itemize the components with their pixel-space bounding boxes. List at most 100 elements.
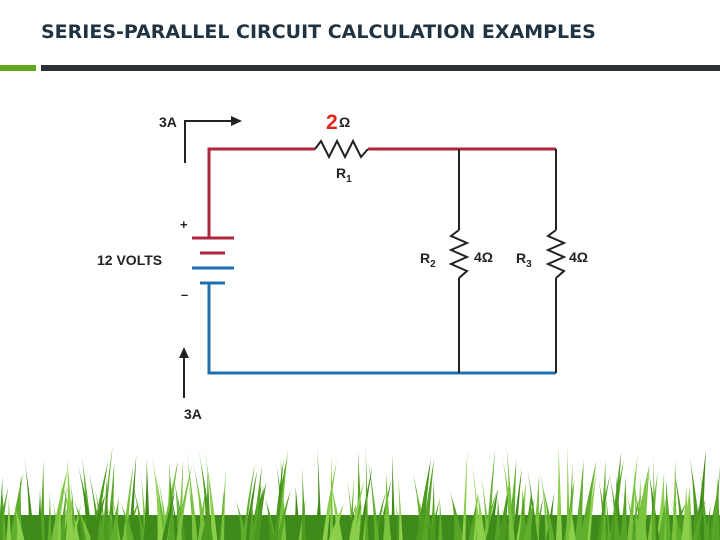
grass-blade <box>76 461 94 540</box>
grass-blade <box>546 492 555 540</box>
grass-blade <box>197 484 207 540</box>
negative-wire <box>207 283 556 375</box>
grass-blade <box>711 479 720 540</box>
grass-blade <box>359 467 373 540</box>
grass-blade <box>634 464 650 540</box>
bottom-current-arrow-icon <box>179 347 189 398</box>
grass-blade <box>533 473 540 540</box>
source-voltage-label: 12 VOLTS <box>97 252 162 268</box>
grass-blade <box>397 470 403 540</box>
grass-blade <box>708 489 719 540</box>
r3-resistor-icon <box>545 229 567 279</box>
grass-decoration <box>0 445 720 540</box>
grass-blade <box>24 458 35 540</box>
grass-blade <box>345 471 355 540</box>
grass-blade <box>640 464 650 540</box>
circuit-diagram: 3A 2 Ω R1 + – 12 VOLTS R2 4Ω R3 4Ω 3A <box>93 103 601 425</box>
grass-blade <box>610 451 622 540</box>
grass-blade <box>518 488 527 540</box>
grass-blade <box>556 446 563 540</box>
grass-blade <box>6 497 11 540</box>
grass-blade <box>539 465 550 540</box>
grass-blade <box>355 450 363 540</box>
grass-blade <box>204 467 211 540</box>
grass-blade <box>176 466 192 540</box>
bottom-current-label: 3A <box>184 406 202 422</box>
grass-blade <box>128 454 137 540</box>
grass-blade <box>507 458 517 540</box>
grass-blade <box>566 445 570 540</box>
grass-blade <box>129 473 146 540</box>
grass-blade <box>47 491 52 540</box>
positive-wire <box>207 147 556 238</box>
grass-blade <box>168 461 175 540</box>
grass-blade <box>249 493 254 540</box>
grass-blade <box>152 458 165 540</box>
grass-blade <box>671 456 686 540</box>
grass-blade <box>312 500 321 540</box>
grass-blade <box>599 460 606 540</box>
slide-title: SERIES-PARALLEL CIRCUIT CALCULATION EXAM… <box>41 21 596 43</box>
grass-blade <box>365 446 379 540</box>
grass-blade <box>349 480 365 540</box>
grass-blade <box>609 473 621 540</box>
battery-plus-sign: + <box>180 217 188 232</box>
grass-blade <box>597 474 611 540</box>
grass-blade <box>498 483 509 540</box>
grass-blade <box>429 498 441 540</box>
grass-blade <box>652 456 656 540</box>
grass-blade <box>167 476 180 540</box>
grass-blade <box>161 491 176 540</box>
grass-blade <box>57 479 62 540</box>
top-current-label: 3A <box>159 114 177 130</box>
grass-blade <box>252 480 267 540</box>
grass-blade <box>438 497 443 540</box>
grass-blade <box>523 498 535 540</box>
grass-blade <box>620 476 628 540</box>
r3-name: R3 <box>516 250 532 270</box>
grass-blade <box>699 467 709 540</box>
grass-blade <box>501 449 515 540</box>
grass-blade <box>0 476 3 540</box>
r1-unit: Ω <box>339 114 350 130</box>
title-rule-green <box>0 65 36 71</box>
grass-blade <box>251 465 262 540</box>
battery-minus-sign: – <box>181 287 188 302</box>
grass-blade <box>470 449 481 540</box>
grass-blade <box>568 504 576 540</box>
top-current-arrow-icon <box>184 116 242 163</box>
grass-blade <box>657 497 666 540</box>
grass-blade <box>65 458 74 540</box>
r1-resistor-icon <box>314 138 369 160</box>
grass-blade <box>160 467 178 540</box>
grass-blade <box>563 479 575 540</box>
title-rule-dark <box>41 65 720 71</box>
grass-blade <box>119 501 135 540</box>
grass-blade <box>244 470 258 540</box>
grass-blade <box>391 451 396 540</box>
r2-resistor-icon <box>448 229 470 279</box>
grass-blade <box>574 459 584 540</box>
grass-blade <box>681 485 688 540</box>
grass-blade <box>242 463 256 540</box>
grass-blade <box>692 498 706 540</box>
grass-blade <box>151 455 167 540</box>
grass-blade <box>705 504 711 540</box>
grass-blade <box>59 486 67 540</box>
grass-blade <box>9 472 23 540</box>
grass-blade <box>276 490 291 540</box>
grass-blade <box>322 460 337 540</box>
battery-symbol <box>192 236 234 285</box>
grass-blade <box>485 488 499 540</box>
grass-blade <box>74 504 92 540</box>
r1-name: R1 <box>336 165 352 185</box>
grass-blade <box>627 455 638 540</box>
grass-blade <box>480 472 490 540</box>
grass-blade <box>265 499 277 540</box>
grass-blade <box>264 496 275 540</box>
grass-blade <box>383 472 391 540</box>
grass-blade <box>486 449 496 540</box>
grass-blade <box>36 489 42 540</box>
grass-blade <box>378 479 392 540</box>
grass-blade <box>345 504 357 540</box>
